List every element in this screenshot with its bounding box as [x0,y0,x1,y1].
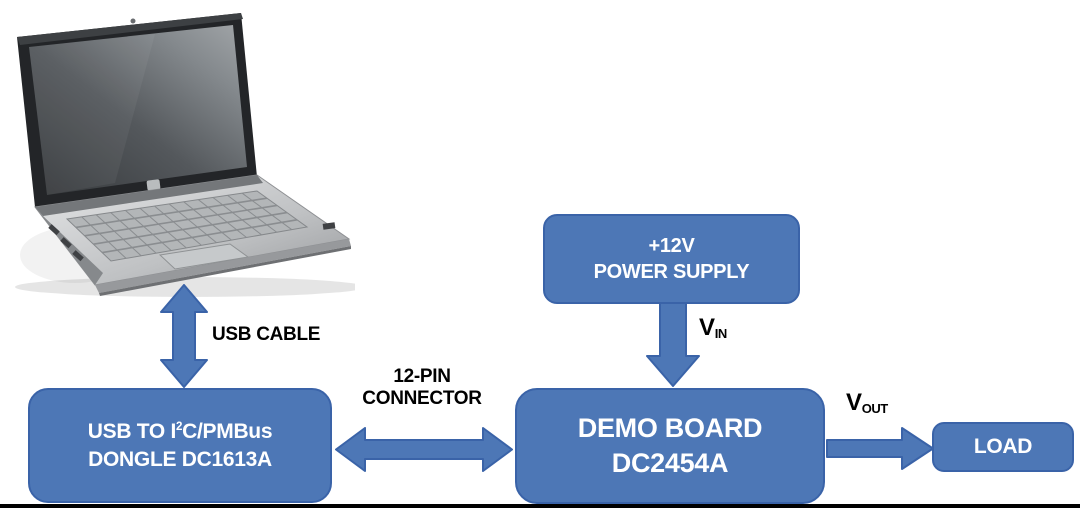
vin-label-sub: IN [714,326,728,341]
demo-board-label-line2: DC2454A [611,448,729,478]
bottom-rule [0,504,1080,508]
power-supply-label-line1: +12V [648,235,695,257]
power-supply-label-line2: POWER SUPPLY [593,261,750,283]
vin-arrow [646,303,700,387]
vin-label: VIN [699,314,727,342]
load-box: LOAD [932,422,1074,472]
demo-board-box: DEMO BOARD DC2454A [515,388,825,504]
vout-label-sub: OUT [861,401,888,416]
pin-connector-label-line1: 12-PIN [393,366,451,387]
vin-label-base: V [699,314,715,341]
pin-connector-label-line2: CONNECTOR [362,388,482,409]
dongle-box: USB TO I2C/PMBus DONGLE DC1613A [28,388,332,503]
dongle-line1-sup: 2 [176,420,183,433]
laptop-image [15,13,355,297]
pin-connector-label: 12-PIN CONNECTOR [348,366,496,410]
dongle-line1-pre: USB TO I [87,419,177,443]
vout-label: VOUT [846,389,888,417]
pin-connector-arrow [335,427,513,472]
dongle-label-line1: USB TO I2C/PMBus [87,418,273,446]
dongle-label-line2: DONGLE DC1613A [88,447,272,471]
usb-cable-arrow [160,284,208,388]
demo-board-label-line1: DEMO BOARD [577,413,763,443]
usb-cable-label: USB CABLE [212,324,321,345]
vout-label-base: V [846,389,862,416]
dongle-line1-post: C/PMBus [182,419,273,443]
load-label: LOAD [973,435,1033,458]
vout-arrow [826,427,934,470]
power-supply-box: +12V POWER SUPPLY [543,214,800,304]
